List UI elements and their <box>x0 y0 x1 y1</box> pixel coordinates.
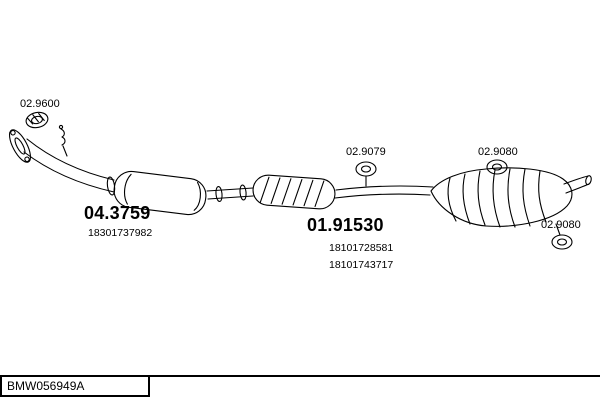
rear-silencer-drawing <box>430 167 573 228</box>
bottom-divider-line <box>0 375 600 377</box>
label-mount-rear-bottom-code: 02.9080 <box>541 219 581 231</box>
front-silencer-drawing <box>113 170 207 216</box>
label-mount-middle-code: 02.9079 <box>346 146 386 158</box>
rubber-mount-middle-icon <box>355 161 377 187</box>
front-flange-icon <box>8 129 32 163</box>
tail-pipe <box>563 175 592 194</box>
intermediate-pipe <box>206 184 254 203</box>
rear-pipe <box>334 185 434 199</box>
label-rear-silencer-code: 01.91530 <box>307 215 384 235</box>
label-mount-rear-top-code: 02.9080 <box>478 146 518 158</box>
drawing-number: BMW056949A <box>7 379 85 393</box>
label-rear-silencer-part-number-1: 18101728581 <box>329 242 394 254</box>
gasket-icon <box>25 111 49 129</box>
middle-silencer-drawing <box>252 174 336 210</box>
label-gasket-code: 02.9600 <box>20 98 60 110</box>
drawing-number-box: BMW056949A <box>0 375 150 397</box>
front-pipe <box>23 138 116 196</box>
rubber-mount-rear-bottom-icon <box>551 223 573 250</box>
label-front-silencer-part-number: 18301737982 <box>88 227 153 239</box>
label-rear-silencer-part-number-2: 18101743717 <box>329 259 394 271</box>
label-front-silencer-code: 04.3759 <box>84 203 151 223</box>
clamp-icon <box>58 124 68 157</box>
rubber-mount-rear-top-icon <box>486 159 508 175</box>
